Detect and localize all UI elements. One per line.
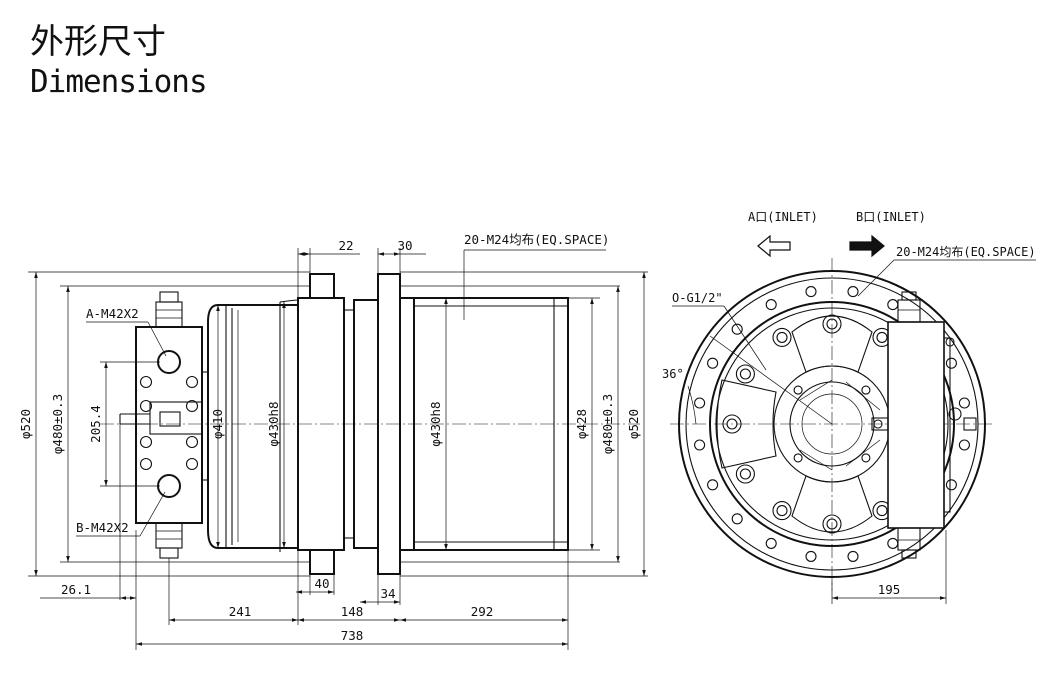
dim-292: 292 bbox=[471, 604, 494, 619]
outer-bolt-hole bbox=[958, 397, 970, 409]
outer-bolt-hole bbox=[805, 550, 817, 562]
inner-bolt bbox=[722, 414, 742, 434]
dim-428: φ428 bbox=[574, 409, 589, 439]
dim-195: 195 bbox=[878, 582, 901, 597]
drain-port-label: O-G1/2" bbox=[672, 291, 723, 305]
front-valve-block bbox=[871, 291, 977, 559]
outer-bolt-hole bbox=[847, 550, 859, 562]
dim-480-right: φ480±0.3 bbox=[600, 394, 615, 454]
extension-lines bbox=[28, 248, 648, 650]
inner-bolt bbox=[822, 514, 842, 534]
port-a-label: A-M42X2 bbox=[86, 306, 139, 321]
outer-bolt-hole bbox=[707, 357, 719, 369]
outer-bolt-hole bbox=[765, 299, 777, 311]
inner-bolt bbox=[735, 364, 755, 384]
dim-520-left: φ520 bbox=[18, 409, 33, 439]
bolt-spec-top: 20-M24均布(EQ.SPACE) bbox=[464, 232, 609, 247]
dim-430-right: φ430h8 bbox=[428, 401, 443, 446]
angle-label: 36° bbox=[662, 367, 684, 381]
hub-bolt bbox=[861, 385, 871, 395]
page-title-chinese: 外形尺寸 bbox=[30, 22, 166, 62]
port-b-inlet-label: B口(INLET) bbox=[856, 210, 926, 224]
hub-bolt bbox=[793, 453, 803, 463]
top-dims: 22 30 20-M24均布(EQ.SPACE) bbox=[298, 232, 609, 320]
dim-148: 148 bbox=[341, 604, 364, 619]
outer-bolt-hole bbox=[805, 286, 817, 298]
page-title-english: Dimensions bbox=[30, 64, 208, 100]
outer-bolt-hole bbox=[694, 397, 706, 409]
inner-bolts bbox=[722, 314, 942, 534]
outer-bolt-hole bbox=[847, 286, 859, 298]
hub-bolt bbox=[861, 453, 871, 463]
dim-26: 26.1 bbox=[61, 582, 91, 597]
outer-bolt-hole bbox=[945, 357, 957, 369]
vertical-dims bbox=[34, 272, 646, 576]
valve-block bbox=[119, 291, 209, 559]
bottom-dims: 26.1 40 34 241 148 292 738 bbox=[40, 576, 568, 646]
port-a-inlet-label: A口(INLET) bbox=[748, 210, 818, 224]
dim-520-right: φ520 bbox=[626, 409, 641, 439]
bolt-spec-front: 20-M24均布(EQ.SPACE) bbox=[896, 245, 1036, 259]
inner-bolt bbox=[822, 314, 842, 334]
rotation-arrow-b-icon bbox=[849, 234, 885, 258]
port-b-label: B-M42X2 bbox=[76, 520, 129, 535]
dim-410: φ410 bbox=[210, 409, 225, 439]
front-view: A口(INLET) B口(INLET) 20-M24均布(EQ.SPACE) O… bbox=[662, 210, 1036, 604]
dim-30: 30 bbox=[397, 238, 412, 253]
outer-bolt-hole bbox=[887, 299, 899, 311]
mount-flange-2 bbox=[353, 273, 569, 575]
spokes bbox=[716, 315, 881, 533]
dim-480-left: φ480±0.3 bbox=[50, 394, 65, 454]
front-labels: A口(INLET) B口(INLET) 20-M24均布(EQ.SPACE) O… bbox=[662, 210, 1036, 604]
vertical-dim-labels: φ520 φ480±0.3 205.4 φ410 φ430h8 φ430h8 φ… bbox=[18, 394, 641, 454]
dim-34: 34 bbox=[380, 586, 395, 601]
dim-205: 205.4 bbox=[88, 405, 103, 443]
outer-bolt-hole bbox=[958, 439, 970, 451]
inner-bolt bbox=[772, 327, 792, 347]
inner-bolt bbox=[772, 501, 792, 521]
port-labels: A-M42X2 B-M42X2 bbox=[76, 306, 167, 537]
outer-bolt-holes bbox=[694, 286, 970, 562]
outer-bolt-hole bbox=[694, 439, 706, 451]
dim-430-left: φ430h8 bbox=[266, 401, 281, 446]
dim-241: 241 bbox=[229, 604, 252, 619]
outer-bolt-hole bbox=[731, 513, 743, 525]
dim-22: 22 bbox=[338, 238, 353, 253]
outer-bolt-hole bbox=[707, 479, 719, 491]
outer-bolt-hole bbox=[887, 537, 899, 549]
rotation-arrow-a-icon bbox=[757, 234, 791, 258]
side-view: φ520 φ480±0.3 205.4 φ410 φ430h8 φ430h8 φ… bbox=[18, 232, 648, 650]
inner-bolt bbox=[735, 464, 755, 484]
dim-40: 40 bbox=[314, 576, 329, 591]
dim-738: 738 bbox=[341, 628, 364, 643]
hub-bolt bbox=[793, 385, 803, 395]
outer-bolt-hole bbox=[765, 537, 777, 549]
outer-flange-circle bbox=[678, 270, 986, 578]
outer-bolt-hole bbox=[945, 479, 957, 491]
outer-bolt-hole bbox=[731, 323, 743, 335]
